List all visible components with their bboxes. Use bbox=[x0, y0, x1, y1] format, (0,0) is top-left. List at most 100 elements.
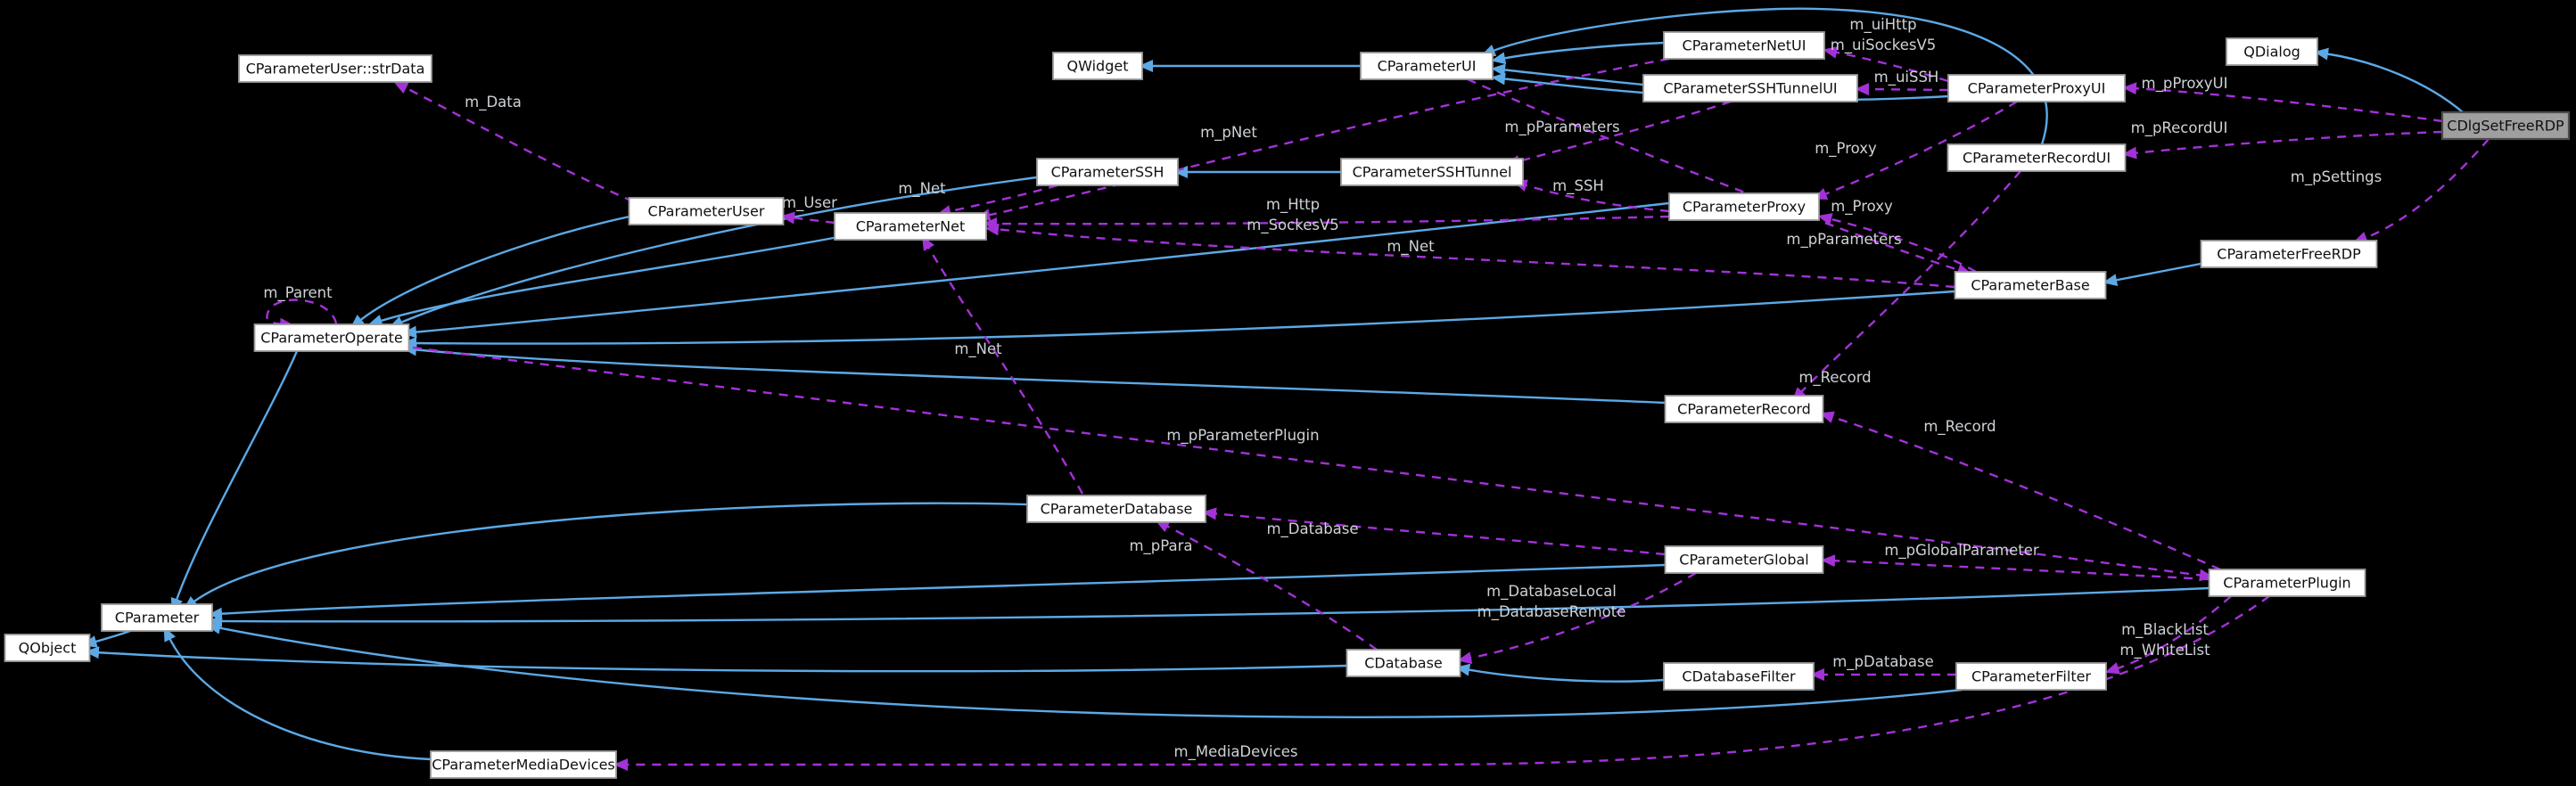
usage-edge-cdlgsetfreerdp-to-parameterproxyui bbox=[2122, 82, 2443, 123]
class-node-parameterssh[interactable]: CParameterSSH bbox=[1036, 158, 1179, 186]
edge-label-m_pProxyUI: m_pProxyUI bbox=[2142, 75, 2228, 93]
class-node-parametersshtunnel[interactable]: CParameterSSHTunnel bbox=[1340, 158, 1524, 186]
inheritance-edge-parameterdatabase-to-parameter bbox=[183, 502, 1028, 610]
class-node-box-cdatabase bbox=[1346, 649, 1461, 677]
class-node-parameteruser[interactable]: CParameterUser bbox=[628, 197, 785, 225]
inheritance-edge-parameternet-to-parameteroperate bbox=[367, 235, 839, 327]
class-node-parameterrecord[interactable]: CParameterRecord bbox=[1664, 395, 1824, 423]
inheritance-edge-parameterplugin-to-parameter bbox=[208, 586, 2210, 628]
edge-label-m_pPara: m_pPara bbox=[1129, 537, 1192, 555]
usage-edge-cdlgsetfreerdp-to-parameterrecordui bbox=[2122, 130, 2443, 160]
class-node-box-parametersshtunnelui bbox=[1642, 74, 1858, 102]
edge-label-m_Parent: m_Parent bbox=[263, 284, 333, 302]
edge-label-m_pNet: m_pNet bbox=[1200, 124, 1257, 142]
edge-label-m_Data: m_Data bbox=[465, 94, 522, 111]
edge-label-m_Http: m_Http bbox=[1266, 196, 1320, 214]
usage-edge-parameterssh-to-parameternet bbox=[936, 184, 1058, 217]
edge-label-m_Proxy: m_Proxy bbox=[1815, 140, 1877, 158]
class-node-box-parameterdatabase bbox=[1026, 495, 1206, 523]
class-node-box-qwidget bbox=[1052, 52, 1143, 80]
class-node-parameterfilter[interactable]: CParameterFilter bbox=[1955, 662, 2107, 691]
class-node-parameterdatabase[interactable]: CParameterDatabase bbox=[1026, 495, 1206, 523]
inheritance-edge-cdlgsetfreerdp-to-qdialog bbox=[2314, 47, 2464, 113]
class-node-box-parametermediadevices bbox=[430, 750, 617, 779]
edge-label-m_pDatabase: m_pDatabase bbox=[1832, 653, 1934, 671]
inheritance-edge-parameterproxy-to-parameteroperate bbox=[402, 201, 1670, 339]
class-node-box-parameterproxy bbox=[1668, 192, 1820, 221]
class-node-parameter[interactable]: CParameter bbox=[101, 603, 213, 632]
class-node-parameternet[interactable]: CParameterNet bbox=[834, 212, 987, 241]
class-node-label-cdlgsetfreerdp: CDlgSetFreeRDP bbox=[2447, 118, 2564, 135]
class-node-box-cdlgsetfreerdp bbox=[2440, 111, 2571, 141]
usage-edge-cdlgsetfreerdp-to-parameterfreerdp bbox=[2352, 138, 2490, 244]
class-node-label-qdialog: QDialog bbox=[2243, 44, 2300, 61]
class-node-box-parameterfreerdp bbox=[2200, 240, 2378, 268]
class-node-parameterglobal[interactable]: CParameterGlobal bbox=[1664, 545, 1824, 574]
usage-edge-parameteruser-to-strdata bbox=[393, 81, 634, 203]
class-node-box-parameter bbox=[101, 603, 213, 632]
inheritance-edge-parameter-to-qobject bbox=[82, 629, 131, 648]
class-node-label-parameternetui: CParameterNetUI bbox=[1683, 37, 1806, 54]
class-node-strdata[interactable]: CParameterUser::strData bbox=[238, 54, 432, 83]
class-node-qdialog[interactable]: QDialog bbox=[2226, 37, 2318, 66]
edge-label-m_SSH: m_SSH bbox=[1552, 177, 1604, 195]
class-node-parameterproxyui[interactable]: CParameterProxyUI bbox=[1947, 74, 2126, 102]
class-node-qwidget[interactable]: QWidget bbox=[1052, 52, 1143, 80]
edge-label-m_Net: m_Net bbox=[898, 180, 946, 198]
usage-edge-cdatabase-to-parameterdatabase bbox=[1155, 520, 1378, 651]
class-node-parameterbase[interactable]: CParameterBase bbox=[1954, 271, 2107, 299]
inheritance-edge-parametermediadevices-to-parameter bbox=[163, 626, 432, 761]
class-node-label-parametersshtunnel: CParameterSSHTunnel bbox=[1353, 164, 1512, 181]
class-node-parameterproxy[interactable]: CParameterProxy bbox=[1668, 192, 1820, 221]
class-node-box-parameterplugin bbox=[2208, 569, 2366, 597]
class-node-parameterplugin[interactable]: CParameterPlugin bbox=[2208, 569, 2366, 597]
class-node-parameterui[interactable]: CParameterUI bbox=[1360, 52, 1494, 80]
usage-edge-parameterproxyui-to-parameterproxy bbox=[1812, 100, 2018, 201]
edge-label-m_pRecordUI: m_pRecordUI bbox=[2131, 119, 2228, 137]
class-node-cdatabasefilter[interactable]: CDatabaseFilter bbox=[1663, 662, 1815, 691]
class-node-label-cdatabasefilter: CDatabaseFilter bbox=[1682, 668, 1796, 685]
class-node-parameteroperate[interactable]: CParameterOperate bbox=[253, 323, 410, 352]
edge-label-m_pParameterPlugin: m_pParameterPlugin bbox=[1166, 427, 1319, 445]
usage-edge-parameteroperate-to-parameteroperate bbox=[266, 299, 338, 331]
class-node-parametermediadevices[interactable]: CParameterMediaDevices bbox=[430, 750, 617, 779]
class-node-parameterrecordui[interactable]: CParameterRecordUI bbox=[1946, 143, 2127, 172]
class-node-box-parameterrecordui bbox=[1946, 143, 2127, 172]
edge-label-m_Net: m_Net bbox=[1387, 238, 1435, 256]
class-node-box-parameterbase bbox=[1954, 271, 2107, 299]
edge-label-m_MediaDevices: m_MediaDevices bbox=[1174, 743, 1298, 761]
edge-label-m_pParameters: m_pParameters bbox=[1504, 119, 1619, 136]
usage-edge-parameterdatabase-to-parameternet bbox=[922, 235, 1084, 495]
class-node-box-parameterssh bbox=[1036, 158, 1179, 186]
class-node-parameternetui[interactable]: CParameterNetUI bbox=[1663, 31, 1825, 60]
inheritance-edge-parameteroperate-to-parameter bbox=[170, 350, 299, 613]
usage-edge-parameterproxyui-to-parametersshtunnelui bbox=[1855, 83, 1949, 96]
class-node-box-parameterfilter bbox=[1955, 662, 2107, 691]
class-node-parameterfreerdp[interactable]: CParameterFreeRDP bbox=[2200, 240, 2378, 268]
class-node-parametersshtunnelui[interactable]: CParameterSSHTunnelUI bbox=[1642, 74, 1858, 102]
class-node-box-parameteroperate bbox=[253, 323, 410, 352]
class-node-label-parameterfreerdp: CParameterFreeRDP bbox=[2217, 246, 2361, 263]
edge-label-m_Database: m_Database bbox=[1266, 520, 1358, 538]
usage-edge-parameterglobal-to-cdatabase bbox=[1457, 571, 1697, 665]
class-node-box-parameterrecord bbox=[1664, 395, 1824, 423]
edge-label-m_WhiteList: m_WhiteList bbox=[2119, 642, 2210, 659]
class-node-label-qobject: QObject bbox=[19, 640, 77, 657]
edge-label-m_Record: m_Record bbox=[1798, 369, 1871, 387]
class-node-label-parametermediadevices: CParameterMediaDevices bbox=[432, 757, 615, 774]
class-node-label-parameterui: CParameterUI bbox=[1378, 58, 1477, 75]
inheritance-edge-parameterssh-to-parameteroperate bbox=[388, 176, 1038, 328]
inheritance-edge-parameterrecord-to-parameteroperate bbox=[402, 343, 1667, 405]
edge-label-m_pSettings: m_pSettings bbox=[2291, 168, 2382, 186]
edge-label-m_uiHttp: m_uiHttp bbox=[1849, 16, 1916, 34]
class-node-label-parameteroperate: CParameterOperate bbox=[260, 330, 403, 347]
class-node-qobject[interactable]: QObject bbox=[4, 634, 91, 662]
edge-label-m_Proxy: m_Proxy bbox=[1831, 198, 1893, 216]
edge-label-m_pGlobalParameter: m_pGlobalParameter bbox=[1884, 542, 2038, 560]
class-node-cdatabase[interactable]: CDatabase bbox=[1346, 649, 1461, 677]
class-node-label-parameterglobal: CParameterGlobal bbox=[1679, 552, 1808, 569]
usage-edge-parametersshtunnelui-to-parametersshtunnel bbox=[1505, 100, 1732, 168]
